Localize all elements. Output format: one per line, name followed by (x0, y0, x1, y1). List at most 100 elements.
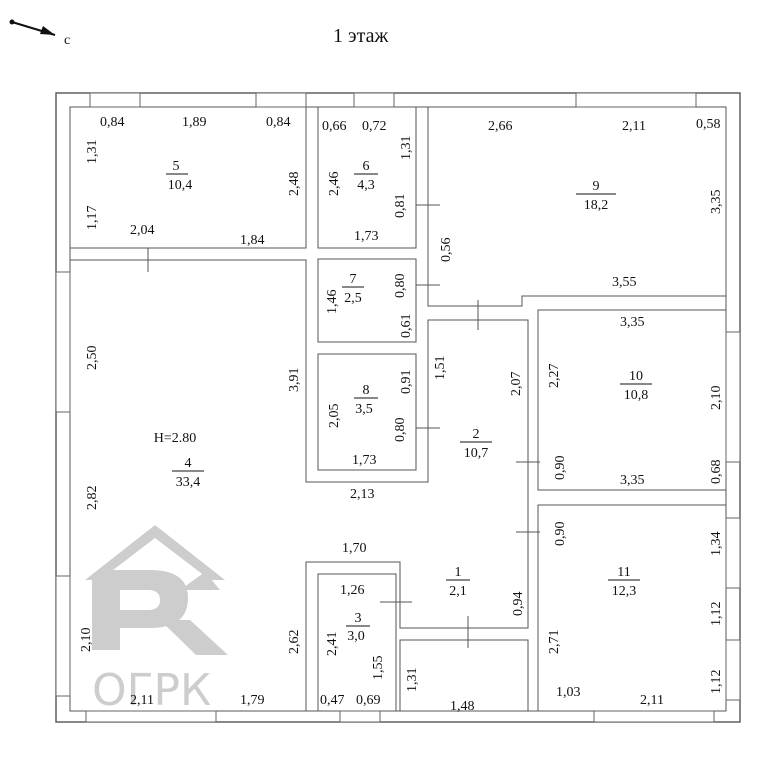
dim-label: 0,90 (553, 522, 568, 547)
window-right-3 (725, 639, 741, 701)
dim-label: 2,10 (79, 628, 94, 653)
window-bottom-2 (339, 710, 381, 723)
dim-label: 0,90 (553, 456, 568, 481)
dim-label: 2,62 (287, 630, 302, 655)
dim-label: 0,61 (399, 314, 414, 339)
room-8-outline (317, 353, 417, 471)
dim-label: 1,12 (709, 602, 724, 627)
svg-text:6: 6 (363, 159, 370, 174)
dim-label: 2,04 (130, 223, 155, 238)
room-11-label: 11 12,3 (608, 565, 640, 599)
dim-label: 0,80 (393, 418, 408, 443)
dim-label: 1,31 (399, 136, 414, 161)
dim-label: 2,11 (622, 119, 646, 134)
svg-text:2,5: 2,5 (344, 291, 362, 306)
room-7-outline (317, 258, 417, 343)
svg-text:10: 10 (629, 369, 643, 384)
dim-label: 1,12 (709, 670, 724, 695)
dim-label: 0,47 (320, 693, 345, 708)
dim-label: 1,17 (85, 206, 100, 231)
room-5-outline (69, 106, 307, 249)
dim-label: 1,55 (371, 656, 386, 681)
window-bottom-3 (593, 710, 715, 723)
dim-label: 2,41 (325, 632, 340, 657)
dim-label: 2,27 (547, 364, 562, 389)
dim-label: 1,31 (405, 668, 420, 693)
dim-label: 0,56 (439, 238, 454, 263)
dim-label: 3,35 (620, 473, 645, 488)
window-top-3 (353, 92, 395, 108)
outer-wall (55, 92, 741, 723)
dim-label: 3,91 (287, 368, 302, 393)
room-10-label: 10 10,8 (620, 369, 652, 403)
window-top-1 (89, 92, 141, 108)
dim-label: 1,79 (240, 693, 265, 708)
dim-label: 1,70 (342, 541, 367, 556)
svg-text:5: 5 (173, 159, 180, 174)
room-5-label: 5 10,4 (166, 159, 192, 193)
dim-label: 3,55 (612, 275, 637, 290)
dim-label: 2,11 (130, 693, 154, 708)
dim-label: 2,13 (350, 487, 375, 502)
dim-label: 1,46 (325, 290, 340, 315)
windows (55, 92, 741, 723)
dim-label: 0,66 (322, 119, 347, 134)
dim-label: 1,48 (450, 699, 475, 714)
dim-label: 2,05 (327, 404, 342, 429)
logo-text: ОГРК (92, 665, 211, 716)
room-8-label: 8 3,5 (354, 383, 378, 417)
svg-text:4,3: 4,3 (357, 178, 375, 193)
room-1-label: 1 2,1 (446, 565, 470, 599)
dim-label: 1,31 (85, 140, 100, 165)
svg-text:3: 3 (355, 611, 362, 626)
svg-text:10,4: 10,4 (168, 178, 193, 193)
ogrk-logo: ОГРК (85, 525, 228, 716)
window-left-2 (55, 575, 71, 697)
dim-label: 0,91 (399, 370, 414, 395)
svg-text:10,8: 10,8 (624, 388, 649, 403)
room-12-outline (399, 639, 529, 712)
dim-label: 0,94 (511, 592, 526, 617)
room-9-label: 9 18,2 (576, 179, 616, 213)
room-2-label: 2 10,7 (460, 427, 492, 461)
dim-label: 0,58 (696, 117, 721, 132)
svg-text:10,7: 10,7 (464, 446, 489, 461)
svg-text:12,3: 12,3 (612, 584, 637, 599)
dim-label: 1,73 (354, 229, 379, 244)
dim-label: 2,07 (509, 372, 524, 397)
svg-text:1: 1 (455, 565, 462, 580)
svg-text:2: 2 (473, 427, 480, 442)
room-6-label: 6 4,3 (354, 159, 378, 193)
svg-text:2,1: 2,1 (449, 584, 467, 599)
dim-label: 2,50 (85, 346, 100, 371)
compass-label: с (64, 33, 70, 48)
dim-label: 1,89 (182, 115, 207, 130)
room-7-label: 7 2,5 (342, 272, 364, 306)
dim-label: 3,35 (620, 315, 645, 330)
dim-label: 0,84 (266, 115, 291, 130)
svg-text:4: 4 (185, 456, 192, 471)
room-4-label: H=2.80 4 33,4 (154, 431, 204, 490)
svg-text:7: 7 (350, 272, 357, 287)
svg-text:33,4: 33,4 (176, 475, 201, 490)
window-top-4 (575, 92, 697, 108)
dim-label: 1,73 (352, 453, 377, 468)
room-9-outline (427, 106, 727, 307)
dim-label: 0,84 (100, 115, 125, 130)
dim-label: 0,69 (356, 693, 381, 708)
window-left-1 (55, 271, 71, 413)
door-marks (147, 204, 540, 648)
dim-label: 2,66 (488, 119, 513, 134)
dim-label: 2,71 (547, 630, 562, 655)
room-labels: 5 10,4 6 4,3 9 18,2 7 2,5 8 3,5 10 10,8 (154, 159, 652, 644)
dim-label: 1,84 (240, 233, 265, 248)
dim-label: 0,80 (393, 274, 408, 299)
north-arrow-icon (9, 19, 56, 36)
svg-text:3,5: 3,5 (355, 402, 373, 417)
room-3-label: 3 3,0 (346, 611, 370, 644)
dim-label: 1,34 (709, 532, 724, 557)
dim-label: 0,81 (393, 194, 408, 219)
window-right-2 (725, 517, 741, 589)
